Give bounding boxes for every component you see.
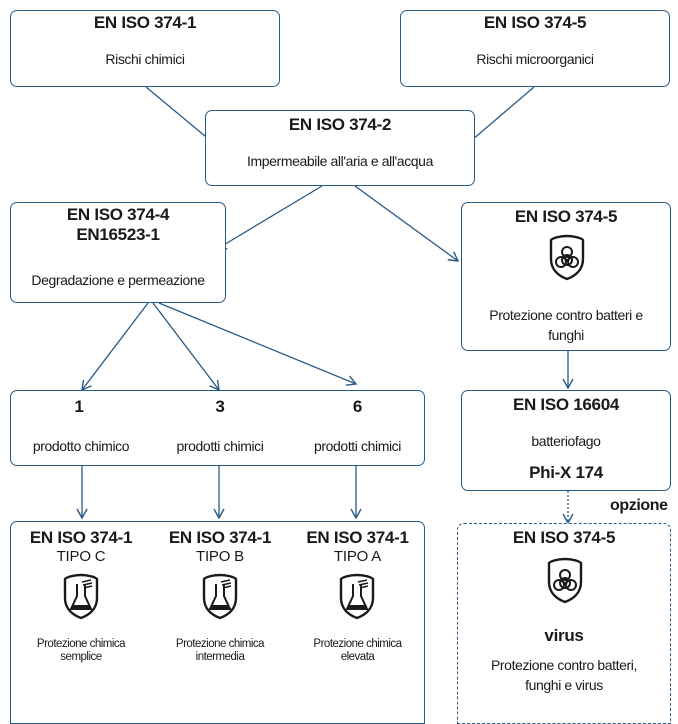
- type-desc: Protezione chimica elevata: [313, 638, 402, 663]
- type-label: TIPO B: [196, 548, 244, 565]
- box-title: EN ISO 374-5: [514, 207, 618, 226]
- box-subtitle-line-1: Protezione contro batteri e funghi: [489, 307, 643, 343]
- box-title: EN ISO 374-1: [93, 13, 197, 32]
- box-title-1: EN ISO 374-4: [66, 205, 170, 224]
- type-label: TIPO C: [56, 548, 106, 565]
- type-item-b: EN ISO 374-1 TIPO B Protezione chimica i…: [151, 522, 289, 722]
- box-en-iso-16604: EN ISO 16604 batteriofago Phi-X 174: [461, 390, 671, 491]
- box-desc: Protezione contro batteri, funghi e viru…: [490, 657, 638, 693]
- type-desc: Protezione chimica semplice: [36, 638, 126, 663]
- chemical-flask-shield-icon: [63, 573, 99, 620]
- count-item-3: 3 prodotti chimici: [151, 391, 289, 467]
- count-label: prodotti chimici: [314, 438, 401, 454]
- chemical-flask-shield-icon: [339, 573, 375, 620]
- arrow-374-5-to-374-2: [463, 86, 535, 147]
- count-number: 1: [74, 397, 84, 416]
- arrow-374-4-to-1: [81, 302, 149, 392]
- box-title: EN ISO 374-2: [288, 115, 392, 134]
- type-title: EN ISO 374-1: [306, 528, 409, 547]
- count-number: 6: [352, 397, 363, 416]
- box-line-2: Phi-X 174: [529, 463, 603, 482]
- arrow-374-4-to-3: [152, 302, 220, 392]
- box-subtitle: Degradazione e permeazione: [31, 272, 205, 288]
- chemical-flask-shield-icon: [202, 573, 238, 620]
- box-chemical-types: EN ISO 374-1 TIPO C Protezione chimica s…: [10, 521, 425, 724]
- arrow-374-2-to-374-5: [354, 185, 460, 262]
- biohazard-shield-icon: [549, 234, 585, 281]
- box-title-2: EN16523-1: [76, 225, 160, 244]
- count-item-6: 6 prodotti chimici: [289, 391, 426, 467]
- count-label: prodotti chimici: [176, 438, 264, 454]
- type-title: EN ISO 374-1: [168, 528, 272, 547]
- type-desc: Protezione chimica intermedia: [175, 638, 265, 663]
- box-title: EN ISO 16604: [512, 395, 620, 414]
- count-item-1: 1 prodotto chimico: [11, 391, 151, 467]
- box-en-iso-374-5-mid: EN ISO 374-5 Protezione contro batteri e…: [461, 202, 671, 351]
- box-en-iso-374-4: EN ISO 374-4 EN16523-1 Degradazione e pe…: [10, 202, 226, 303]
- box-line-1: batteriofago: [531, 433, 601, 449]
- biohazard-shield-icon: [547, 557, 583, 604]
- type-label: TIPO A: [333, 548, 382, 565]
- type-item-c: EN ISO 374-1 TIPO C Protezione chimica s…: [11, 522, 151, 722]
- box-subtitle: Impermeabile all'aria e all'acqua: [247, 153, 433, 169]
- box-subtitle: Rischi microorganici: [476, 51, 594, 67]
- arrow-374-4-to-6: [158, 302, 358, 386]
- type-title: EN ISO 374-1: [29, 528, 133, 547]
- box-en-iso-374-5-virus: EN ISO 374-5 virus Protezione contro bat…: [457, 523, 671, 724]
- box-en-iso-374-5-top: EN ISO 374-5 Rischi microorganici: [400, 10, 670, 87]
- count-number: 3: [215, 397, 225, 416]
- box-en-iso-374-2: EN ISO 374-2 Impermeabile all'aria e all…: [205, 110, 475, 186]
- count-label: prodotto chimico: [32, 438, 130, 454]
- box-subtitle: Rischi chimici: [105, 51, 185, 67]
- box-en-iso-374-1-top: EN ISO 374-1 Rischi chimici: [10, 10, 280, 87]
- box-title: EN ISO 374-5: [512, 528, 616, 547]
- option-label: opzione: [610, 497, 668, 514]
- virus-emphasis: virus: [544, 626, 584, 645]
- box-chemical-counts: 1 prodotto chimico 3 prodotti chimici 6 …: [10, 390, 425, 466]
- box-title: EN ISO 374-5: [483, 13, 587, 32]
- arrow-374-2-to-374-4: [215, 185, 323, 250]
- type-item-a: EN ISO 374-1 TIPO A Protezione chimica e…: [289, 522, 426, 722]
